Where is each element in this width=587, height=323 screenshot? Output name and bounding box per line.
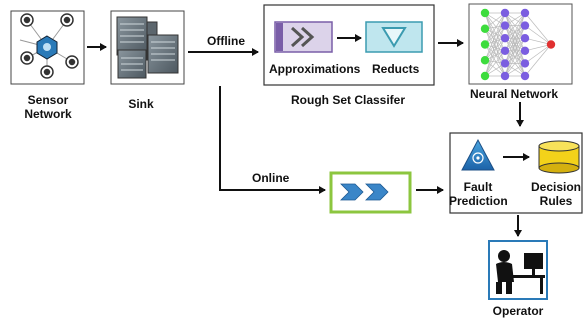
nn-connection bbox=[484, 28, 506, 52]
nn-connection bbox=[524, 12, 552, 45]
nn-neuron bbox=[520, 21, 530, 30]
edge-online bbox=[219, 86, 326, 194]
nn-neuron bbox=[520, 71, 530, 81]
nn-connection bbox=[484, 25, 506, 77]
nn-neuron bbox=[500, 46, 510, 55]
rough-set-box bbox=[263, 4, 435, 86]
nn-neuron bbox=[500, 59, 510, 68]
online-box bbox=[329, 171, 412, 214]
nn-connection bbox=[484, 12, 506, 45]
nn-neuron bbox=[500, 34, 510, 43]
nn-neuron bbox=[480, 40, 490, 49]
rough-set-title: Rough Set Classifer bbox=[291, 93, 406, 107]
nn-connection bbox=[504, 25, 526, 77]
neural-network-icon bbox=[468, 3, 573, 85]
nn-connection bbox=[484, 25, 506, 61]
nn-neuron bbox=[480, 8, 490, 18]
nn-connection bbox=[484, 59, 506, 77]
sensor-network-label-line2: Network bbox=[24, 107, 72, 121]
decision-rules-label-line2: Rules bbox=[539, 194, 573, 208]
nn-connection bbox=[504, 50, 526, 77]
fault-prediction-label-line1: Fault bbox=[463, 180, 493, 194]
fault-decision-box bbox=[449, 132, 583, 214]
nn-connection bbox=[484, 38, 506, 77]
nn-connection bbox=[524, 44, 552, 64]
nn-connection bbox=[504, 12, 526, 39]
offline-label: Offline bbox=[207, 34, 245, 48]
operator-label: Operator bbox=[492, 304, 544, 318]
nn-neuron bbox=[480, 56, 490, 65]
nn-connection bbox=[504, 12, 526, 51]
decision-rules-label: Decision Rules bbox=[527, 180, 585, 208]
double-chevron-icon bbox=[274, 21, 333, 53]
nn-connection bbox=[524, 37, 552, 45]
funnel-triangle-icon bbox=[365, 21, 423, 53]
nn-connection bbox=[484, 12, 506, 30]
approximations-label: Approximations bbox=[269, 62, 361, 76]
sensor-network-label-line1: Sensor bbox=[27, 93, 69, 107]
nn-neuron bbox=[520, 46, 530, 55]
nn-connection bbox=[524, 25, 552, 45]
nn-neuron bbox=[520, 8, 530, 18]
nn-connection bbox=[484, 50, 506, 77]
neural-network-label: Neural Network bbox=[470, 87, 559, 101]
fault-prediction-label: Fault Prediction bbox=[449, 180, 508, 208]
fault-prediction-label-line2: Prediction bbox=[449, 194, 508, 208]
nn-neuron bbox=[500, 8, 510, 18]
server-rack-icon bbox=[110, 10, 185, 85]
nn-connection bbox=[484, 44, 506, 64]
nn-connection bbox=[484, 28, 506, 77]
sensor-network-icon bbox=[10, 10, 85, 85]
operator-workstation-icon bbox=[488, 240, 548, 300]
nn-connection bbox=[484, 28, 506, 64]
nn-connection bbox=[484, 12, 506, 61]
nn-connection bbox=[484, 37, 506, 61]
decision-rules-label-line1: Decision bbox=[530, 180, 581, 194]
nn-connection bbox=[504, 38, 526, 77]
nn-neuron bbox=[520, 34, 530, 43]
nn-neuron bbox=[520, 59, 530, 68]
sink-label: Sink bbox=[128, 97, 154, 111]
nn-connection bbox=[484, 25, 506, 45]
nn-neuron bbox=[546, 40, 556, 49]
nn-connection bbox=[524, 44, 552, 52]
double-arrow-icon bbox=[340, 183, 389, 201]
reducts-label: Reducts bbox=[372, 62, 420, 76]
nn-neuron bbox=[480, 24, 490, 33]
nn-neuron bbox=[500, 71, 510, 81]
nn-connection bbox=[504, 12, 526, 64]
nn-neuron bbox=[500, 21, 510, 30]
online-label: Online bbox=[252, 171, 290, 185]
nn-neuron bbox=[480, 71, 490, 81]
nn-connection bbox=[524, 44, 552, 77]
database-cylinder-icon bbox=[538, 140, 580, 174]
sensor-network-label: Sensor Network bbox=[10, 93, 86, 121]
nn-connection bbox=[484, 44, 506, 77]
pyramid-warning-icon bbox=[461, 138, 495, 171]
